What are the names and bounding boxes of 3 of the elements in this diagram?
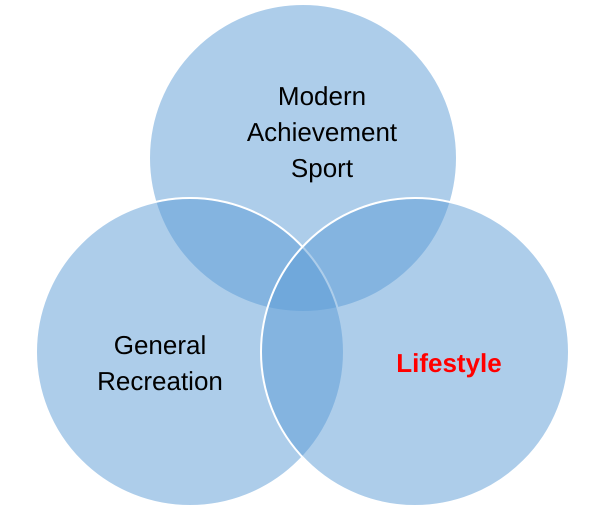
circle-label: Modern Achievement Sport	[246, 80, 398, 185]
circle-label: Lifestyle	[395, 347, 503, 380]
circle-label: General Recreation	[96, 329, 224, 398]
